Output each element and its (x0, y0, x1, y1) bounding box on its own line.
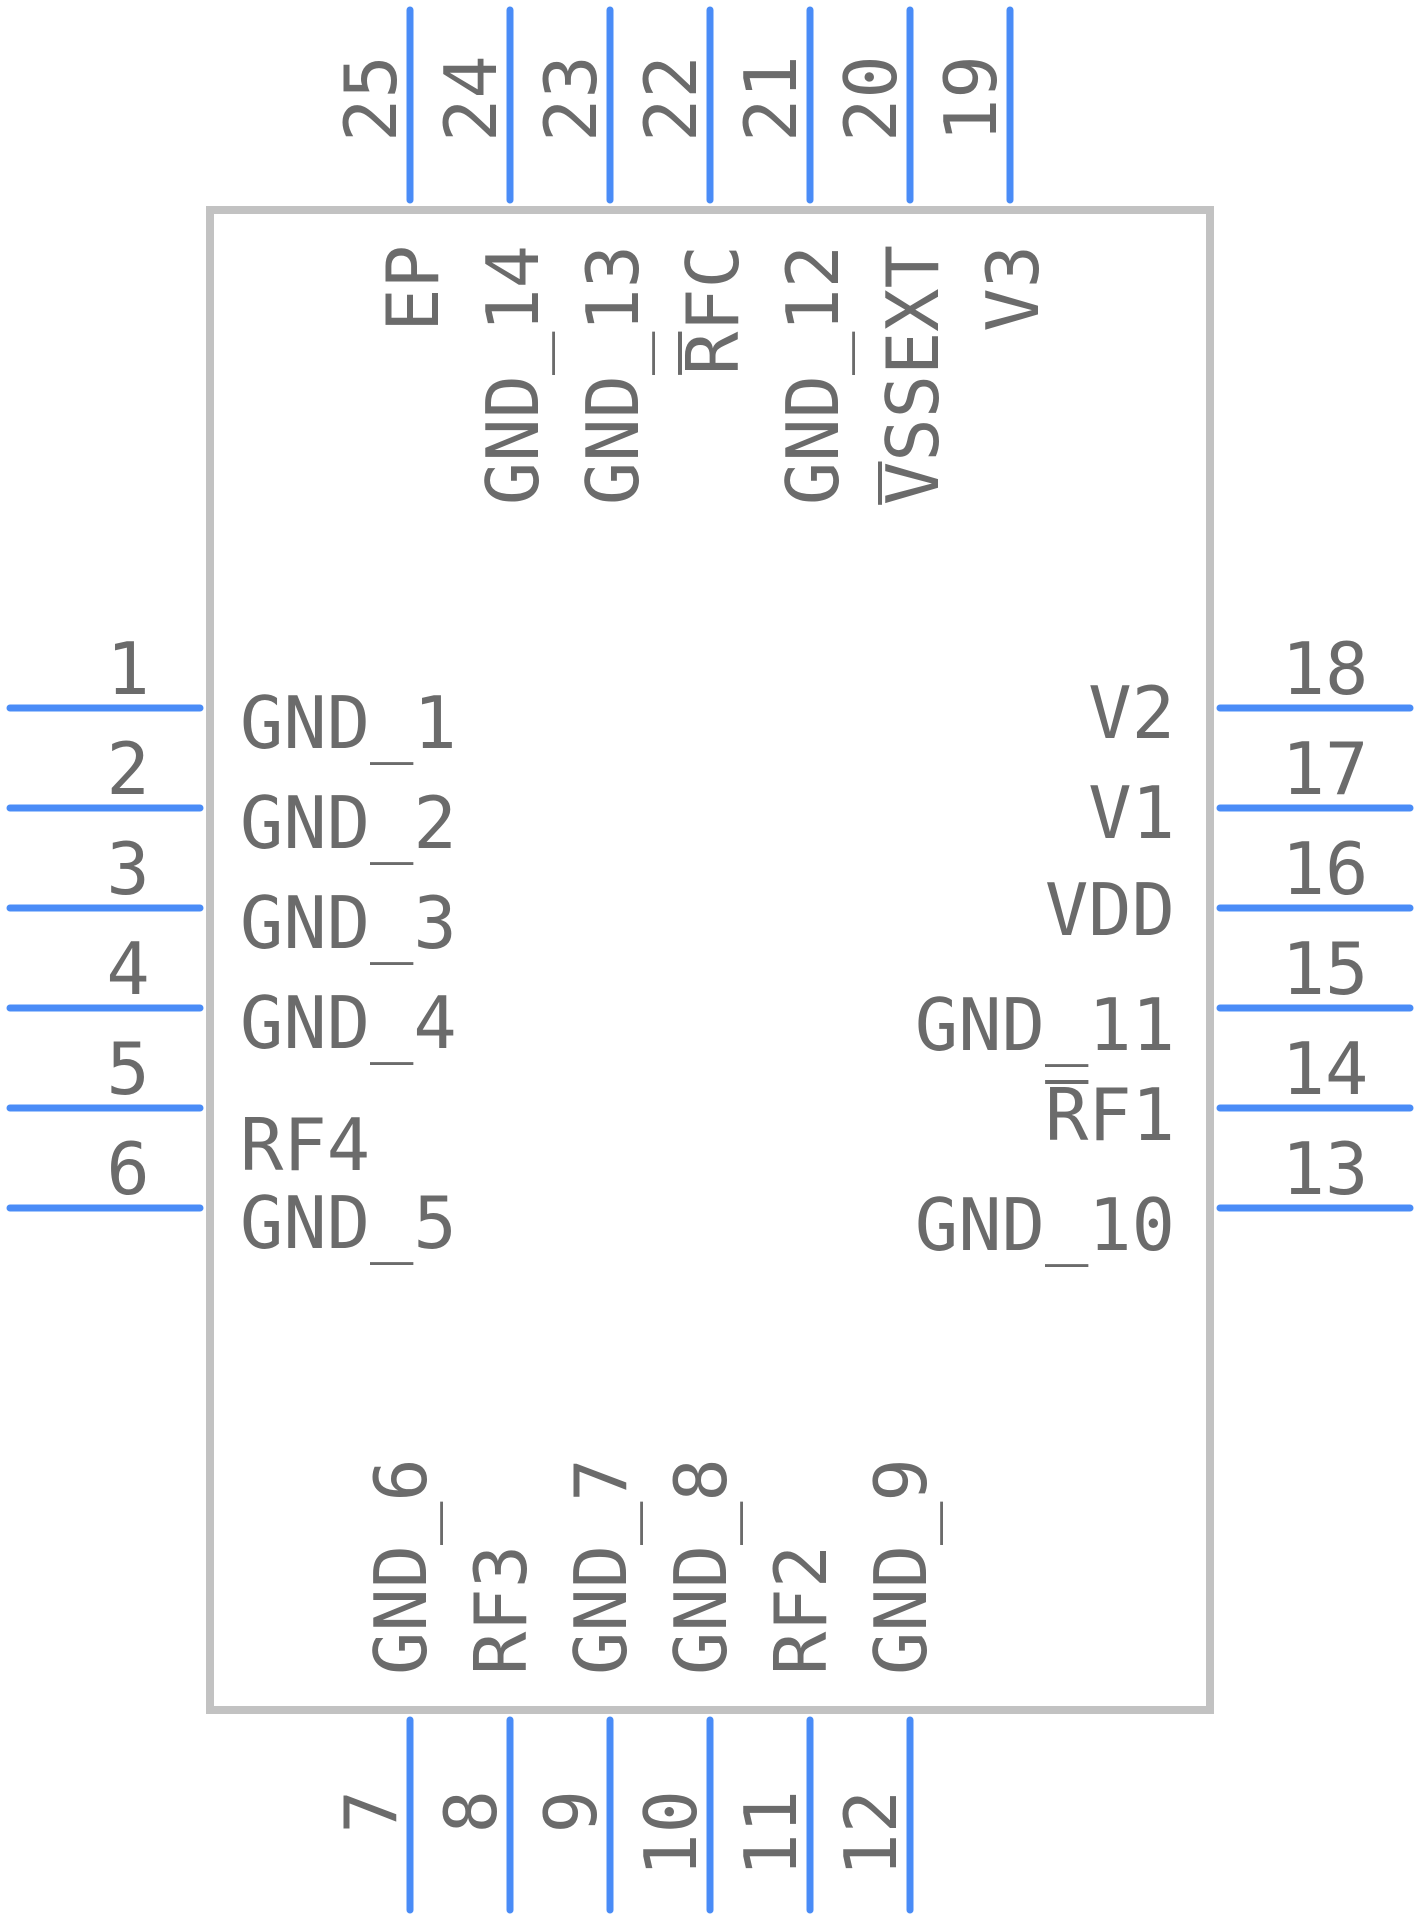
pin-name-gnd-7: GND_7 (559, 1458, 643, 1675)
pin-name-v1: V1 (1088, 771, 1175, 855)
pin-name-group-19: V3 (971, 245, 1055, 332)
pin-number-22: 22 (629, 55, 713, 142)
pin-number-25: 25 (329, 55, 413, 142)
pin-number-13: 13 (1282, 1127, 1369, 1211)
pin-number-group-25: 25 (329, 55, 413, 142)
pin-name-group-23: GND_13 (571, 245, 655, 505)
pin-number-10: 10 (629, 1790, 713, 1877)
pin-number-19: 19 (929, 55, 1013, 142)
pin-name-rf4: RF4 (240, 1103, 370, 1187)
pin-number-21: 21 (729, 55, 813, 142)
pin-number-24: 24 (429, 55, 513, 142)
pin-number-11: 11 (729, 1790, 813, 1877)
pin-number-group-22: 22 (629, 55, 713, 142)
pin-name-group-10: GND_8 (659, 1458, 743, 1675)
pin-name-vssext: VSSEXT (871, 245, 955, 505)
pin-name-group-25: EP (371, 245, 455, 332)
pin-name-gnd-11: GND_11 (915, 983, 1175, 1067)
pin-number-group-7: 7 (329, 1790, 413, 1833)
pin-name-v2: V2 (1088, 671, 1175, 755)
pin-number-1: 1 (106, 627, 149, 711)
pin-number-group-11: 11 (729, 1790, 813, 1877)
component-body (206, 206, 1214, 1714)
pin-name-rf1: RF1 (1045, 1073, 1175, 1157)
pin-name-gnd-8: GND_8 (659, 1458, 743, 1675)
pin-name-vdd: VDD (1045, 868, 1175, 952)
pin-name-gnd-12: GND_12 (771, 245, 855, 505)
pin-number-3: 3 (106, 827, 149, 911)
pin-number-15: 15 (1282, 927, 1369, 1011)
pin-name-group-20: VSSEXT (871, 245, 955, 505)
pin-number-group-20: 20 (829, 55, 913, 142)
pin-number-23: 23 (529, 55, 613, 142)
pin-number-17: 17 (1282, 727, 1369, 811)
pin-name-gnd-5: GND_5 (240, 1181, 457, 1265)
pin-name-gnd-4: GND_4 (240, 981, 457, 1065)
pin-number-group-23: 23 (529, 55, 613, 142)
pin-number-18: 18 (1282, 627, 1369, 711)
pin-number-2: 2 (106, 727, 149, 811)
pin-number-5: 5 (106, 1027, 149, 1111)
pin-number-14: 14 (1282, 1027, 1369, 1111)
pin-name-gnd-10: GND_10 (915, 1183, 1175, 1267)
pin-name-group-8: RF3 (459, 1545, 543, 1675)
pin-number-4: 4 (106, 927, 149, 1011)
pin-number-20: 20 (829, 55, 913, 142)
pin-number-group-19: 19 (929, 55, 1013, 142)
pin-name-rf3: RF3 (459, 1545, 543, 1675)
pin-number-group-21: 21 (729, 55, 813, 142)
pin-number-group-12: 12 (829, 1790, 913, 1877)
pin-name-gnd-2: GND_2 (240, 781, 457, 865)
pin-name-rf2: RF2 (759, 1545, 843, 1675)
pin-name-gnd-13: GND_13 (571, 245, 655, 505)
pin-name-v3: V3 (971, 245, 1055, 332)
pin-name-group-24: GND_14 (471, 245, 555, 505)
pin-number-12: 12 (829, 1790, 913, 1877)
pin-name-group-21: GND_12 (771, 245, 855, 505)
pin-name-group-12: GND_9 (859, 1458, 943, 1675)
pin-name-group-11: RF2 (759, 1545, 843, 1675)
pin-number-group-9: 9 (529, 1790, 613, 1833)
pin-number-9: 9 (529, 1790, 613, 1833)
pin-number-7: 7 (329, 1790, 413, 1833)
pin-name-rfc: RFC (671, 245, 755, 375)
pin-name-group-22: RFC (671, 245, 755, 375)
pin-number-6: 6 (106, 1127, 149, 1211)
pin-number-8: 8 (429, 1790, 513, 1833)
pin-name-ep: EP (371, 245, 455, 332)
pin-number-group-10: 10 (629, 1790, 713, 1877)
pin-name-group-9: GND_7 (559, 1458, 643, 1675)
pin-number-group-8: 8 (429, 1790, 513, 1833)
pin-name-gnd-3: GND_3 (240, 881, 457, 965)
pin-name-gnd-9: GND_9 (859, 1458, 943, 1675)
pin-number-16: 16 (1282, 827, 1369, 911)
pin-name-gnd-6: GND_6 (359, 1458, 443, 1675)
pin-name-gnd-1: GND_1 (240, 681, 457, 765)
pin-name-gnd-14: GND_14 (471, 245, 555, 505)
pins-layer: 1GND_12GND_23GND_34GND_45RF46GND_518V217… (6, 6, 1414, 1914)
pin-number-group-24: 24 (429, 55, 513, 142)
pin-name-group-7: GND_6 (359, 1458, 443, 1675)
